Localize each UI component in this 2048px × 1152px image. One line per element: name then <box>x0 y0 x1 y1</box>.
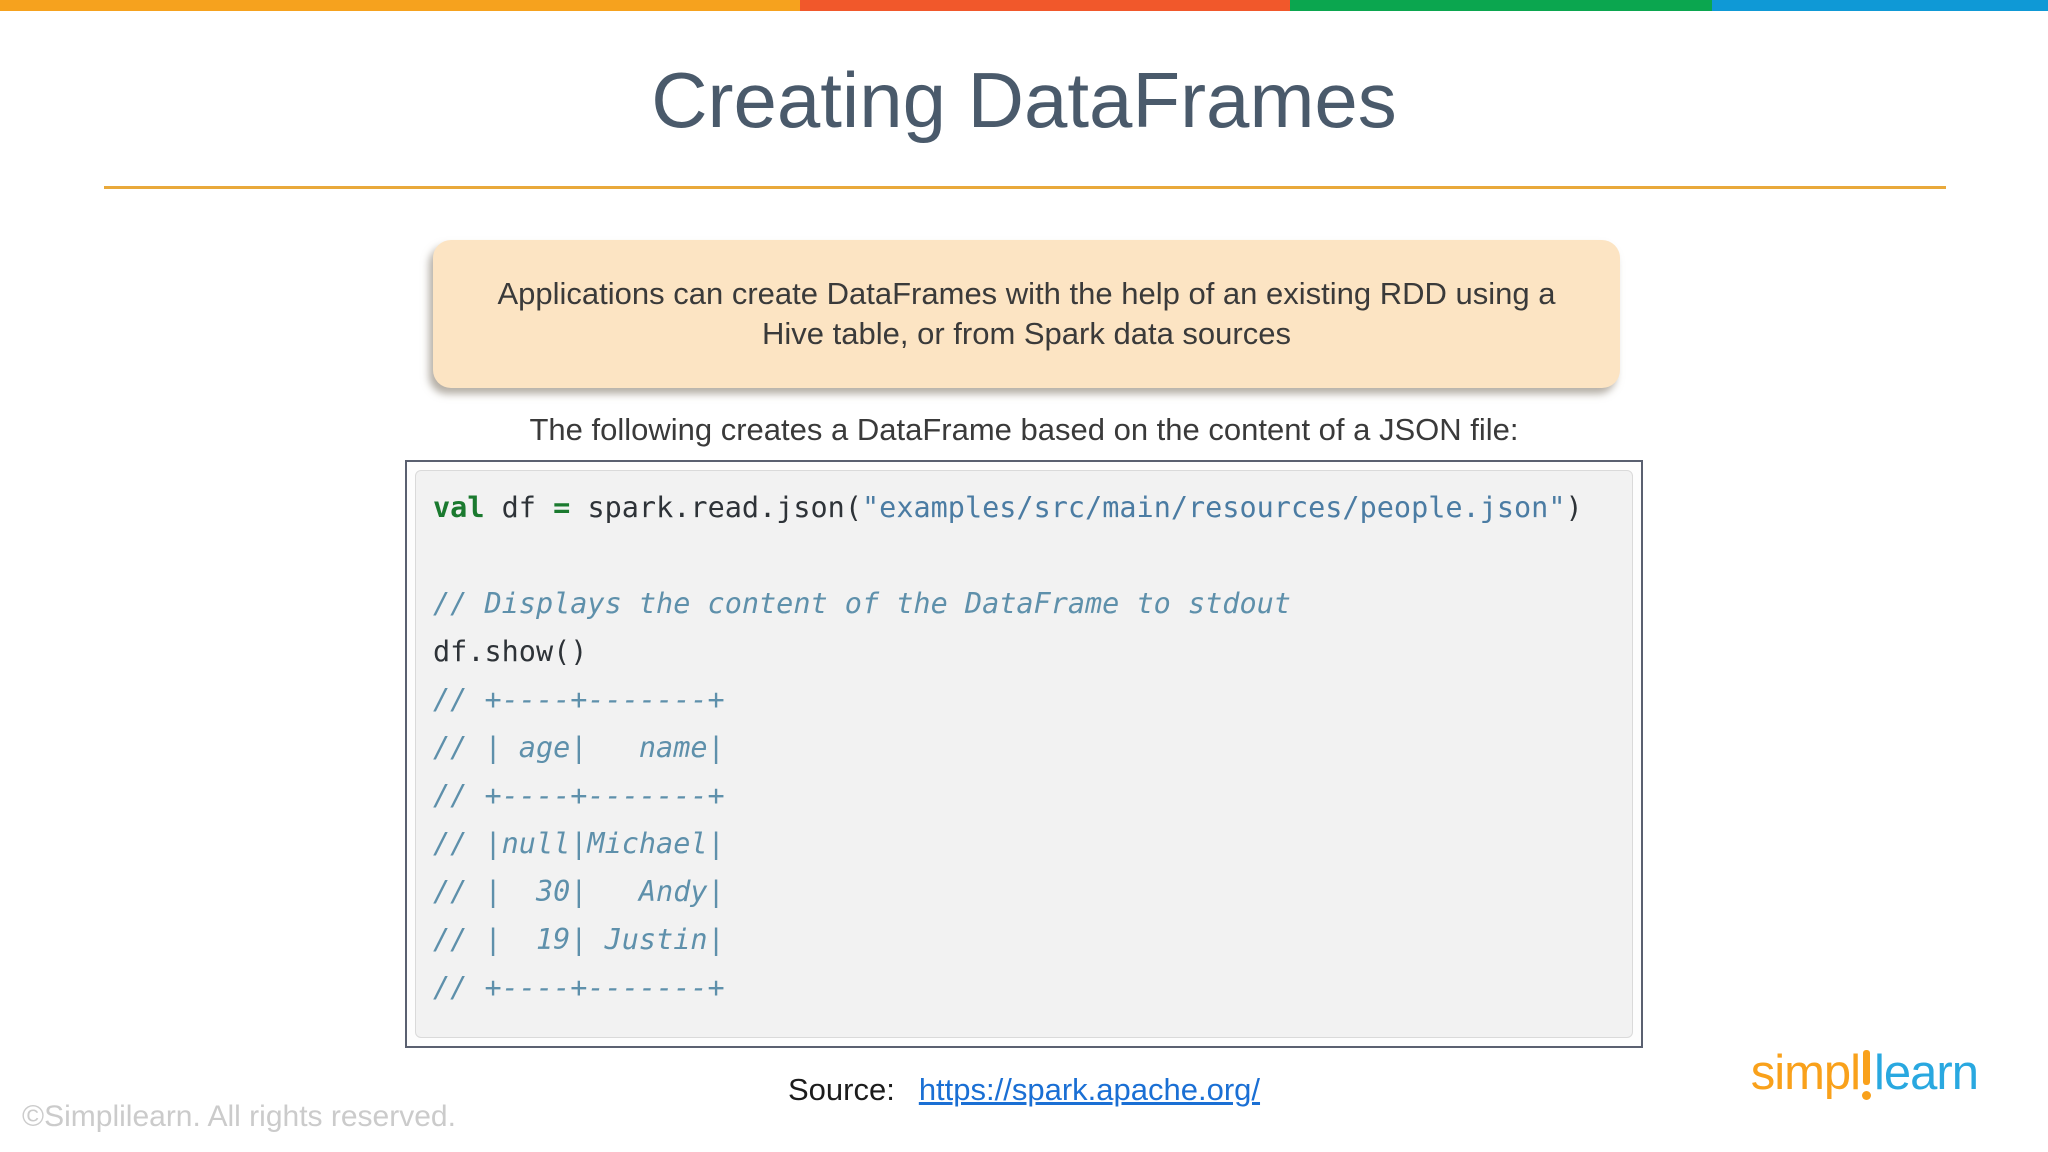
code-line: // +----+-------+ <box>433 964 1632 1012</box>
code-frame: val df = spark.read.json("examples/src/m… <box>405 460 1643 1048</box>
logo-text-learn: learn <box>1874 1046 1979 1100</box>
top-bar-segment-orange <box>0 0 800 11</box>
code-token: df <box>484 491 554 524</box>
code-token: spark.read.json( <box>570 491 862 524</box>
callout-line: Hive table, or from Spark data sources <box>762 316 1291 351</box>
top-bar-segment-blue <box>1712 0 2048 11</box>
simplilearn-logo: simpl learn <box>1750 1044 1979 1103</box>
code-line: // | 19| Justin| <box>433 916 1632 964</box>
code-token: // +----+-------+ <box>433 971 725 1004</box>
source-label: Source: <box>787 1072 895 1107</box>
code-token: // | 19| Justin| <box>433 923 725 956</box>
code-line <box>433 532 1632 580</box>
code-token: // +----+-------+ <box>433 683 725 716</box>
copyright-text: ©Simplilearn. All rights reserved. <box>22 1100 456 1133</box>
source-link[interactable]: https://spark.apache.org/ <box>918 1072 1261 1107</box>
code-token: // |null|Michael| <box>433 827 725 860</box>
code-token: // +----+-------+ <box>433 779 725 812</box>
code-block: val df = spark.read.json("examples/src/m… <box>416 471 1632 1012</box>
logo-i-mark <box>1862 1050 1872 1100</box>
code-line: // +----+-------+ <box>433 676 1632 724</box>
source-row: Source: https://spark.apache.org/ <box>0 1072 2048 1108</box>
callout-box: Applications can create DataFrames with … <box>433 240 1620 388</box>
code-line: val df = spark.read.json("examples/src/m… <box>433 484 1632 532</box>
code-line: // Displays the content of the DataFrame… <box>433 580 1632 628</box>
code-token: = <box>553 491 571 524</box>
code-token: df.show() <box>433 635 588 668</box>
code-line: // | 30| Andy| <box>433 868 1632 916</box>
logo-text-simpl: simpl <box>1750 1046 1861 1100</box>
gold-divider-line <box>104 186 1946 189</box>
callout-line: Applications can create DataFrames with … <box>497 276 1556 311</box>
code-line: df.show() <box>433 628 1632 676</box>
code-token: // | 30| Andy| <box>433 875 725 908</box>
code-line: // |null|Michael| <box>433 820 1632 868</box>
code-line: // +----+-------+ <box>433 772 1632 820</box>
top-bar-segment-green <box>1290 0 1712 11</box>
code-panel: val df = spark.read.json("examples/src/m… <box>415 470 1633 1038</box>
code-token: // | age| name| <box>433 731 725 764</box>
code-token: ) <box>1565 491 1583 524</box>
code-token: "examples/src/main/resources/people.json… <box>862 491 1566 524</box>
code-line: // | age| name| <box>433 724 1632 772</box>
top-bar-segment-red <box>800 0 1290 11</box>
intro-text: The following creates a DataFrame based … <box>529 412 1519 447</box>
code-token: // Displays the content of the DataFrame… <box>433 587 1291 620</box>
code-token: val <box>433 491 485 524</box>
top-color-bar <box>0 0 2048 11</box>
page-title: Creating DataFrames <box>651 56 1397 144</box>
